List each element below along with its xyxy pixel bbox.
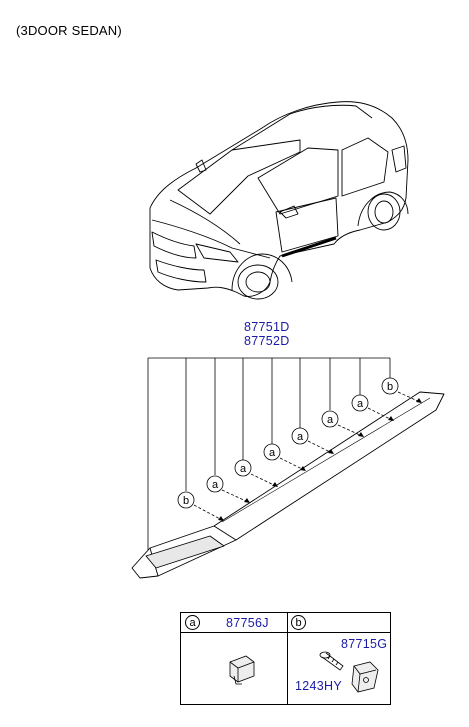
legend-b-part-bottom: 1243HY [295, 679, 342, 693]
legend-b-circle: b [291, 615, 306, 630]
leader-lines [147, 357, 391, 550]
callout-a-6: a [357, 398, 364, 410]
legend-a-circle: a [185, 615, 200, 630]
arrow-heads [218, 398, 422, 521]
callout-a-2: a [240, 463, 247, 475]
callout-a-3: a [269, 447, 276, 459]
clip-icon [229, 655, 255, 685]
screw-icon [319, 651, 344, 671]
side-sill-molding [131, 391, 445, 579]
callout-b-2: b [387, 381, 393, 393]
callout-circles [177, 377, 399, 509]
callout-a-5: a [327, 414, 334, 426]
part-number-molding-rh: 87752D [244, 334, 290, 348]
diagram-caption: (3DOOR SEDAN) [16, 23, 122, 38]
callout-a-4: a [297, 431, 304, 443]
callout-b-1: b [183, 495, 189, 507]
nut-clip-icon [351, 661, 379, 693]
legend-b-part-top: 87715G [341, 637, 388, 651]
part-number-molding-lh: 87751D [244, 320, 290, 334]
callout-a-1: a [212, 479, 219, 491]
legend-header-row [181, 613, 390, 633]
car-illustration [149, 101, 409, 300]
dashed-connectors [193, 391, 421, 521]
legend-divider [287, 613, 288, 704]
legend-table: a 87756J b 87715G 1243HY [180, 612, 391, 705]
legend-a-part: 87756J [226, 616, 269, 630]
